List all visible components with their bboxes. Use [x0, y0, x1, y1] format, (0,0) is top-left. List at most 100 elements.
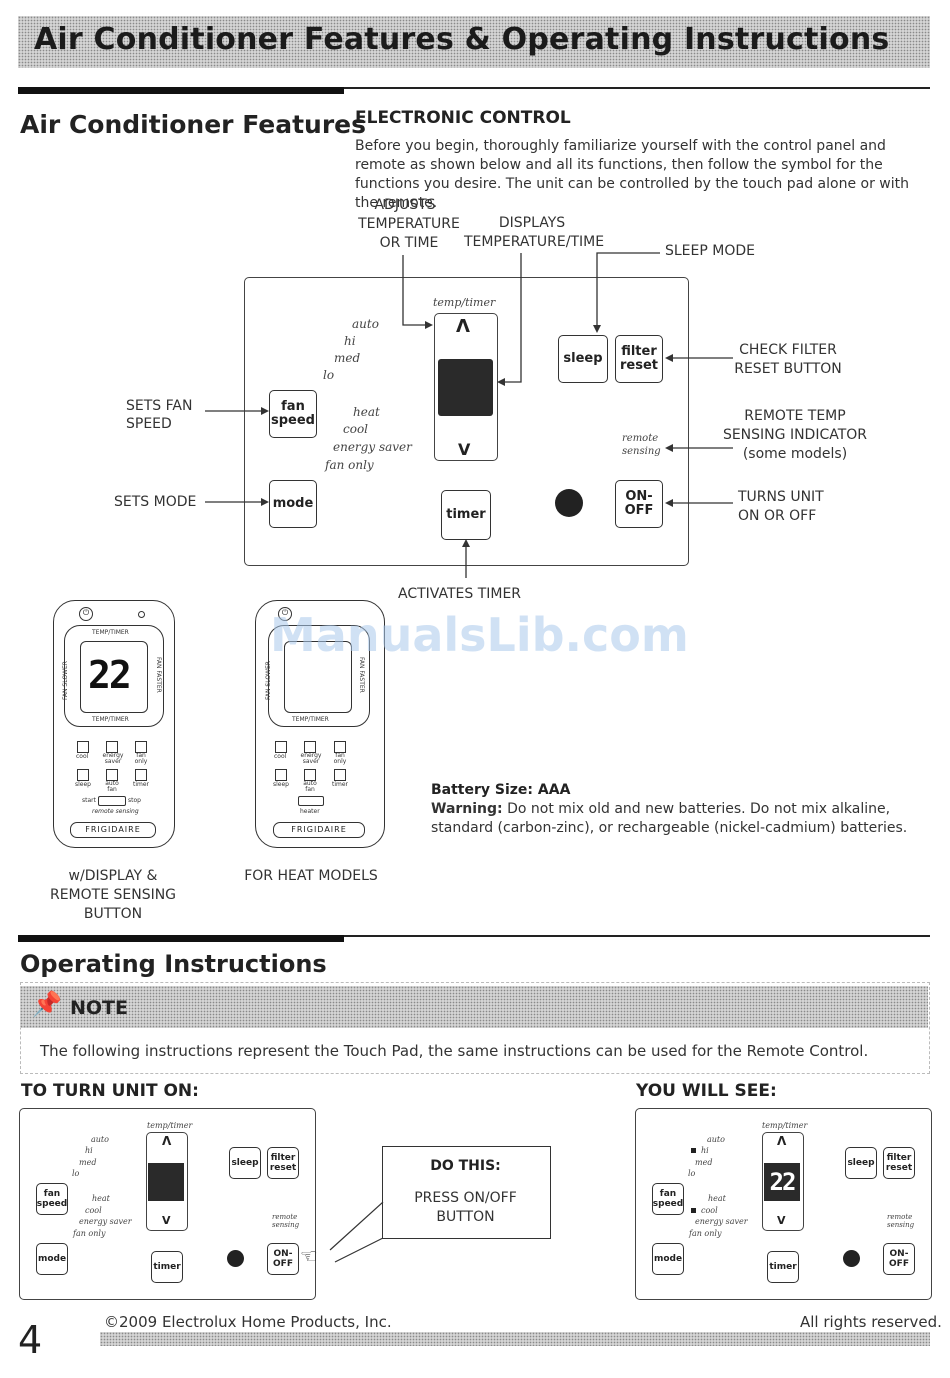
touch-pad-before — [19, 1108, 316, 1300]
remote-auto-fan-key[interactable] — [304, 769, 316, 781]
fan-speed-button[interactable]: fan speed — [36, 1183, 68, 1215]
remote-energy-saver-label: energy saver — [102, 752, 124, 765]
filter-label-1: filter — [886, 1153, 912, 1163]
mode-cool: cool — [85, 1206, 102, 1215]
up-arrow-icon[interactable]: Λ — [162, 1134, 172, 1148]
mode-button[interactable]: mode — [36, 1243, 68, 1275]
sleep-button[interactable]: sleep — [229, 1147, 261, 1179]
on-off-label-1: ON- — [889, 1249, 909, 1259]
filter-label-1: filter — [270, 1153, 296, 1163]
remote-sleep-key[interactable] — [77, 769, 89, 781]
section-rule — [18, 87, 930, 89]
filter-reset-button[interactable]: filter reset — [615, 335, 663, 383]
label-sets-mode: SETS MODE — [114, 494, 197, 510]
rights: All rights reserved. — [800, 1313, 942, 1331]
remote-energy-saver-key[interactable] — [304, 741, 316, 753]
temp-display-frame — [434, 313, 498, 461]
on-off-button[interactable]: ON- OFF — [267, 1243, 299, 1275]
temp-timer-label: temp/timer — [147, 1121, 193, 1130]
label-sleep-mode: SLEEP MODE — [665, 243, 755, 259]
on-off-label-2: OFF — [273, 1259, 293, 1269]
mode-fan-only: fan only — [325, 458, 374, 472]
remote-fan-only-label: fan only — [333, 752, 347, 765]
on-off-label-1: ON- — [273, 1249, 293, 1259]
remote-sensing-label-2: sensing — [887, 1221, 915, 1229]
temp-display-frame — [146, 1132, 188, 1231]
temp-display-value: 22 — [764, 1163, 800, 1201]
mode-button[interactable]: mode — [652, 1243, 684, 1275]
remote-fan-only-key[interactable] — [334, 741, 346, 753]
filter-reset-button[interactable]: filter reset — [883, 1147, 915, 1179]
remote-brand: FRIGIDAIRE — [273, 822, 365, 838]
mode-fan-only: fan only — [689, 1229, 722, 1238]
remote-cool-label: cool — [76, 753, 89, 760]
mode-energy-saver: energy saver — [79, 1217, 132, 1226]
remote-heater-key[interactable] — [298, 796, 324, 806]
fan-level-auto: auto — [91, 1135, 109, 1144]
warning-text: Do not mix old and new batteries. Do not… — [431, 801, 908, 836]
remote-energy-saver-key[interactable] — [106, 741, 118, 753]
mode-label: mode — [37, 1254, 67, 1264]
fan-speed-button[interactable]: fan speed — [269, 390, 317, 438]
remote-sleep-label: sleep — [273, 781, 289, 788]
remote-energy-saver-label: energy saver — [300, 752, 322, 765]
mode-energy-saver: energy saver — [333, 440, 412, 454]
sleep-button[interactable]: sleep — [845, 1147, 877, 1179]
fan-speed-label-2: speed — [652, 1199, 684, 1209]
timer-button[interactable]: timer — [151, 1251, 183, 1283]
remote-fan-only-key[interactable] — [135, 741, 147, 753]
page-number: 4 — [18, 1318, 43, 1362]
caption-heat-models: FOR HEAT MODELS — [244, 868, 378, 884]
remote-stop-label: stop — [128, 797, 141, 804]
features-heading: Air Conditioner Features — [20, 110, 367, 139]
remote-sleep-key[interactable] — [275, 769, 287, 781]
label-sets-fan-1: SETS FAN — [126, 398, 193, 414]
fan-level-auto: auto — [707, 1135, 725, 1144]
filter-label-2: reset — [620, 358, 658, 373]
up-arrow-icon[interactable]: Λ — [456, 316, 470, 337]
footer-bar — [100, 1332, 930, 1346]
indicator-light — [227, 1250, 244, 1267]
down-arrow-icon[interactable]: V — [458, 440, 471, 459]
label-adjusts-1: ADJUSTS — [374, 197, 436, 213]
section-rule-accent — [18, 935, 344, 942]
remote-display-frame — [284, 641, 352, 713]
remote-auto-fan-key[interactable] — [106, 769, 118, 781]
fan-speed-button[interactable]: fan speed — [652, 1183, 684, 1215]
remote-sensing-label: remote sensing — [92, 808, 139, 815]
remote-timer-key[interactable] — [334, 769, 346, 781]
remote-sleep-label: sleep — [75, 781, 91, 788]
on-off-button[interactable]: ON- OFF — [883, 1243, 915, 1275]
on-off-button[interactable]: ON- OFF — [615, 480, 663, 528]
remote-cool-key[interactable] — [275, 741, 287, 753]
remote-sensing-key[interactable] — [98, 796, 126, 806]
fan-level-lo: lo — [72, 1169, 80, 1178]
mode-label: mode — [272, 496, 314, 511]
indicator-light — [843, 1250, 860, 1267]
up-arrow-icon[interactable]: Λ — [777, 1134, 787, 1148]
touch-pad-after — [635, 1108, 932, 1300]
pointing-hand-icon: ☜ — [300, 1244, 318, 1268]
down-arrow-icon[interactable]: V — [777, 1214, 786, 1227]
mode-heat: heat — [92, 1194, 110, 1203]
timer-button[interactable]: timer — [767, 1251, 799, 1283]
remote-sensing-label-1: remote — [887, 1213, 913, 1221]
mode-button[interactable]: mode — [269, 480, 317, 528]
filter-label-2: reset — [269, 1163, 297, 1173]
label-sets-fan-2: SPEED — [126, 416, 172, 432]
watermark: ManualsLib.com — [270, 608, 689, 662]
hi-indicator-icon — [691, 1148, 696, 1153]
mode-cool: cool — [701, 1206, 718, 1215]
filter-reset-button[interactable]: filter reset — [267, 1147, 299, 1179]
down-arrow-icon[interactable]: V — [162, 1214, 171, 1227]
remote-timer-key[interactable] — [135, 769, 147, 781]
remote-cool-key[interactable] — [77, 741, 89, 753]
power-icon[interactable]: ⏻ — [278, 607, 292, 621]
note-header — [20, 986, 928, 1028]
pushpin-icon: 📌 — [32, 990, 62, 1018]
sleep-label: sleep — [847, 1158, 875, 1168]
timer-button[interactable]: timer — [441, 490, 491, 540]
sleep-button[interactable]: sleep — [558, 335, 608, 383]
power-icon[interactable]: ⏻ — [79, 607, 93, 621]
fan-speed-label-2: speed — [36, 1199, 68, 1209]
